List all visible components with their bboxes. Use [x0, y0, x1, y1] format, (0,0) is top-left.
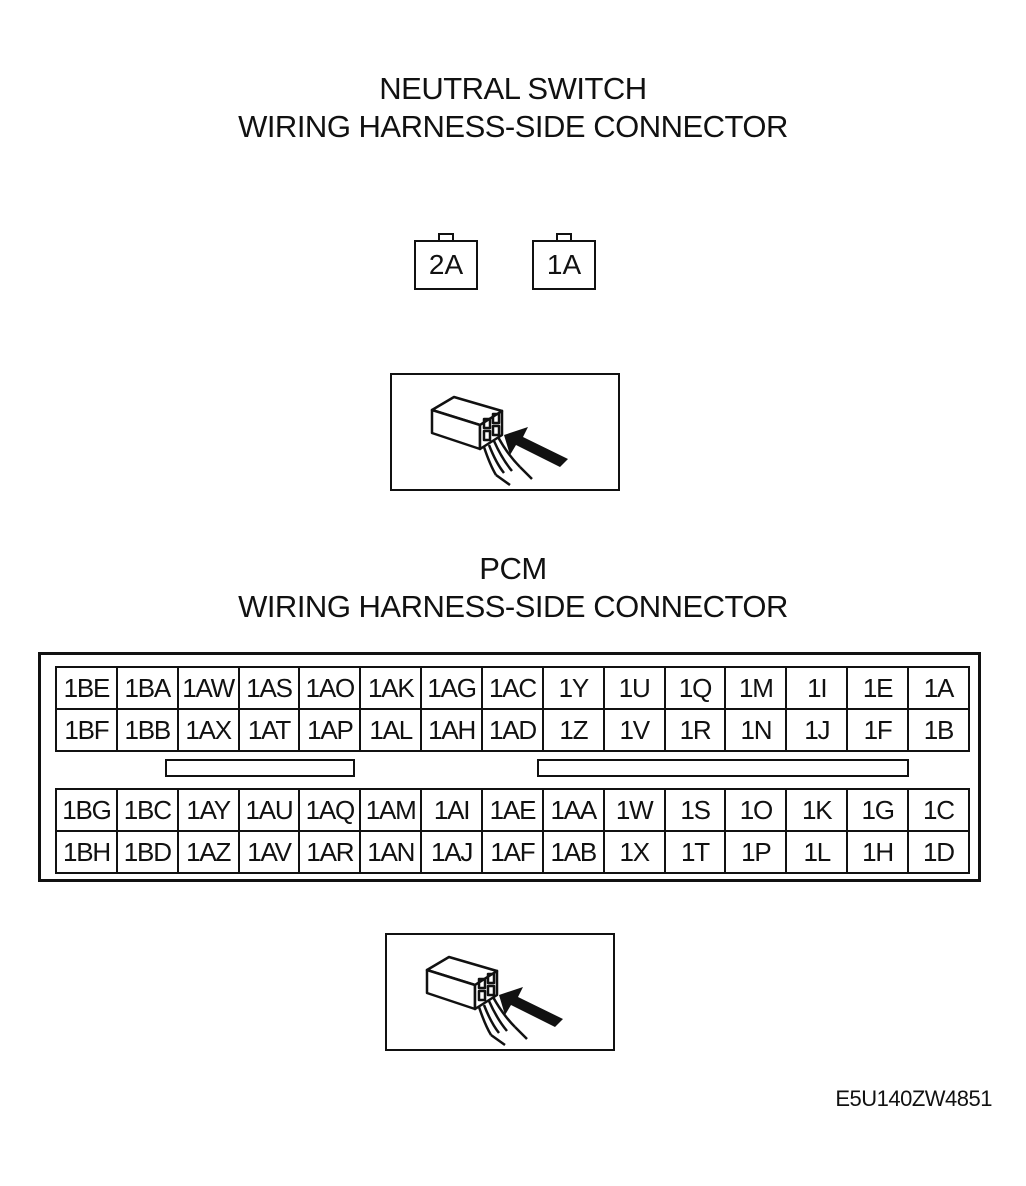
pcm-pin: 1D	[923, 837, 955, 867]
pcm-pin: 1BB	[118, 710, 179, 750]
connector-view-icon	[425, 955, 563, 1047]
pcm-pin: 1A	[923, 673, 955, 703]
arrow-icon	[499, 987, 563, 1027]
pin-1a: 1A	[532, 240, 596, 290]
pcm-pin: 1U	[605, 668, 666, 708]
pcm-pin: 1AZ	[179, 832, 240, 872]
pcm-pin: 1G	[848, 790, 910, 830]
pcm-pin: 1AY	[179, 790, 240, 830]
pcm-pin: 1BD	[118, 832, 179, 872]
pcm-pin: 1AO	[300, 668, 362, 708]
pcm-lock-bar-right	[537, 759, 909, 777]
pcm-pin: 1AE	[483, 790, 544, 830]
pcm-pin: 1E	[848, 668, 910, 708]
figure-code: E5U140ZW4851	[835, 1086, 992, 1111]
connector-view-icon	[430, 395, 568, 487]
pcm-bottom-pin-group: 1BG 1BC 1AY 1AU 1AQ 1AM 1AI 1AE 1AA 1W 1…	[55, 788, 970, 874]
pcm-pin: 1X	[605, 832, 666, 872]
pcm-top-row-1: 1BE 1BA 1AW 1AS 1AO 1AK 1AG 1AC 1Y 1U 1Q…	[57, 668, 968, 708]
pcm-pin: 1AW	[179, 668, 240, 708]
pcm-pin: 1BE	[57, 668, 118, 708]
pcm-pin: 1S	[666, 790, 727, 830]
neutral-switch-title-line1: NEUTRAL SWITCH	[379, 71, 647, 106]
pcm-pin: 1AQ	[300, 790, 362, 830]
pcm-pin: 1AP	[300, 710, 362, 750]
pcm-pin: 1AA	[544, 790, 605, 830]
pcm-pin: 1AV	[240, 832, 301, 872]
pcm-pin: 1V	[605, 710, 666, 750]
pcm-pin: 1B	[923, 715, 955, 745]
pcm-lock-bar-left	[165, 759, 355, 777]
pcm-pin: 1AB	[544, 832, 605, 872]
pcm-pin: 1BH	[57, 832, 118, 872]
pcm-pin: 1AT	[240, 710, 301, 750]
pcm-top-row-2: 1BF 1BB 1AX 1AT 1AP 1AL 1AH 1AD 1Z 1V 1R…	[57, 708, 968, 750]
pcm-pin: 1H	[848, 832, 910, 872]
pin-2a: 2A	[414, 240, 478, 290]
pcm-pin: 1BC	[118, 790, 179, 830]
pcm-pin: 1AC	[483, 668, 544, 708]
pcm-top-pin-group: 1BE 1BA 1AW 1AS 1AO 1AK 1AG 1AC 1Y 1U 1Q…	[55, 666, 970, 752]
pcm-pin: 1AH	[422, 710, 484, 750]
pcm-pin: 1I	[787, 668, 849, 708]
pcm-title: PCM WIRING HARNESS-SIDE CONNECTOR	[0, 550, 1026, 626]
pcm-pin: 1Q	[666, 668, 727, 708]
pcm-pin: 1O	[726, 790, 788, 830]
arrow-icon	[504, 427, 568, 467]
pcm-pin: 1W	[605, 790, 666, 830]
pcm-connector: 1BE 1BA 1AW 1AS 1AO 1AK 1AG 1AC 1Y 1U 1Q…	[38, 652, 981, 882]
pcm-pin: 1AU	[240, 790, 301, 830]
pcm-pin: 1AF	[483, 832, 544, 872]
pcm-pin: 1AD	[483, 710, 544, 750]
pcm-pin: 1P	[726, 832, 788, 872]
pcm-pin: 1AN	[361, 832, 423, 872]
pcm-pin: 1BF	[57, 710, 118, 750]
neutral-switch-title: NEUTRAL SWITCH WIRING HARNESS-SIDE CONNE…	[0, 70, 1026, 146]
pcm-view-direction	[385, 933, 615, 1051]
neutral-switch-title-line2: WIRING HARNESS-SIDE CONNECTOR	[238, 109, 788, 144]
pcm-bottom-row-2: 1BH 1BD 1AZ 1AV 1AR 1AN 1AJ 1AF 1AB 1X 1…	[57, 830, 968, 872]
pcm-pin: 1L	[787, 832, 849, 872]
pcm-pin: 1C	[923, 795, 955, 825]
pcm-bottom-row-1: 1BG 1BC 1AY 1AU 1AQ 1AM 1AI 1AE 1AA 1W 1…	[57, 790, 968, 830]
pcm-pin: 1R	[666, 710, 727, 750]
pcm-pin: 1AL	[361, 710, 423, 750]
pcm-pin: 1AI	[422, 790, 484, 830]
pcm-pin: 1M	[726, 668, 788, 708]
pin-1a-tab	[556, 233, 572, 241]
pcm-pin: 1Z	[544, 710, 605, 750]
pcm-pin: 1AX	[179, 710, 240, 750]
pcm-title-line2: WIRING HARNESS-SIDE CONNECTOR	[238, 589, 788, 624]
pcm-pin: 1F	[848, 710, 910, 750]
pcm-pin: 1AG	[422, 668, 484, 708]
pcm-pin: 1AS	[240, 668, 301, 708]
neutral-switch-view-direction	[390, 373, 620, 491]
pcm-pin: 1Y	[544, 668, 605, 708]
pcm-pin: 1AK	[361, 668, 423, 708]
pcm-pin: 1T	[666, 832, 727, 872]
pcm-pin: 1BG	[57, 790, 118, 830]
pin-2a-tab	[438, 233, 454, 241]
pcm-pin: 1BA	[118, 668, 179, 708]
pcm-pin: 1N	[726, 710, 788, 750]
pcm-pin: 1AR	[300, 832, 362, 872]
pcm-pin: 1K	[787, 790, 849, 830]
pcm-title-line1: PCM	[479, 551, 547, 586]
pcm-pin: 1AJ	[422, 832, 484, 872]
pcm-pin: 1AM	[361, 790, 423, 830]
pcm-pin: 1J	[787, 710, 849, 750]
